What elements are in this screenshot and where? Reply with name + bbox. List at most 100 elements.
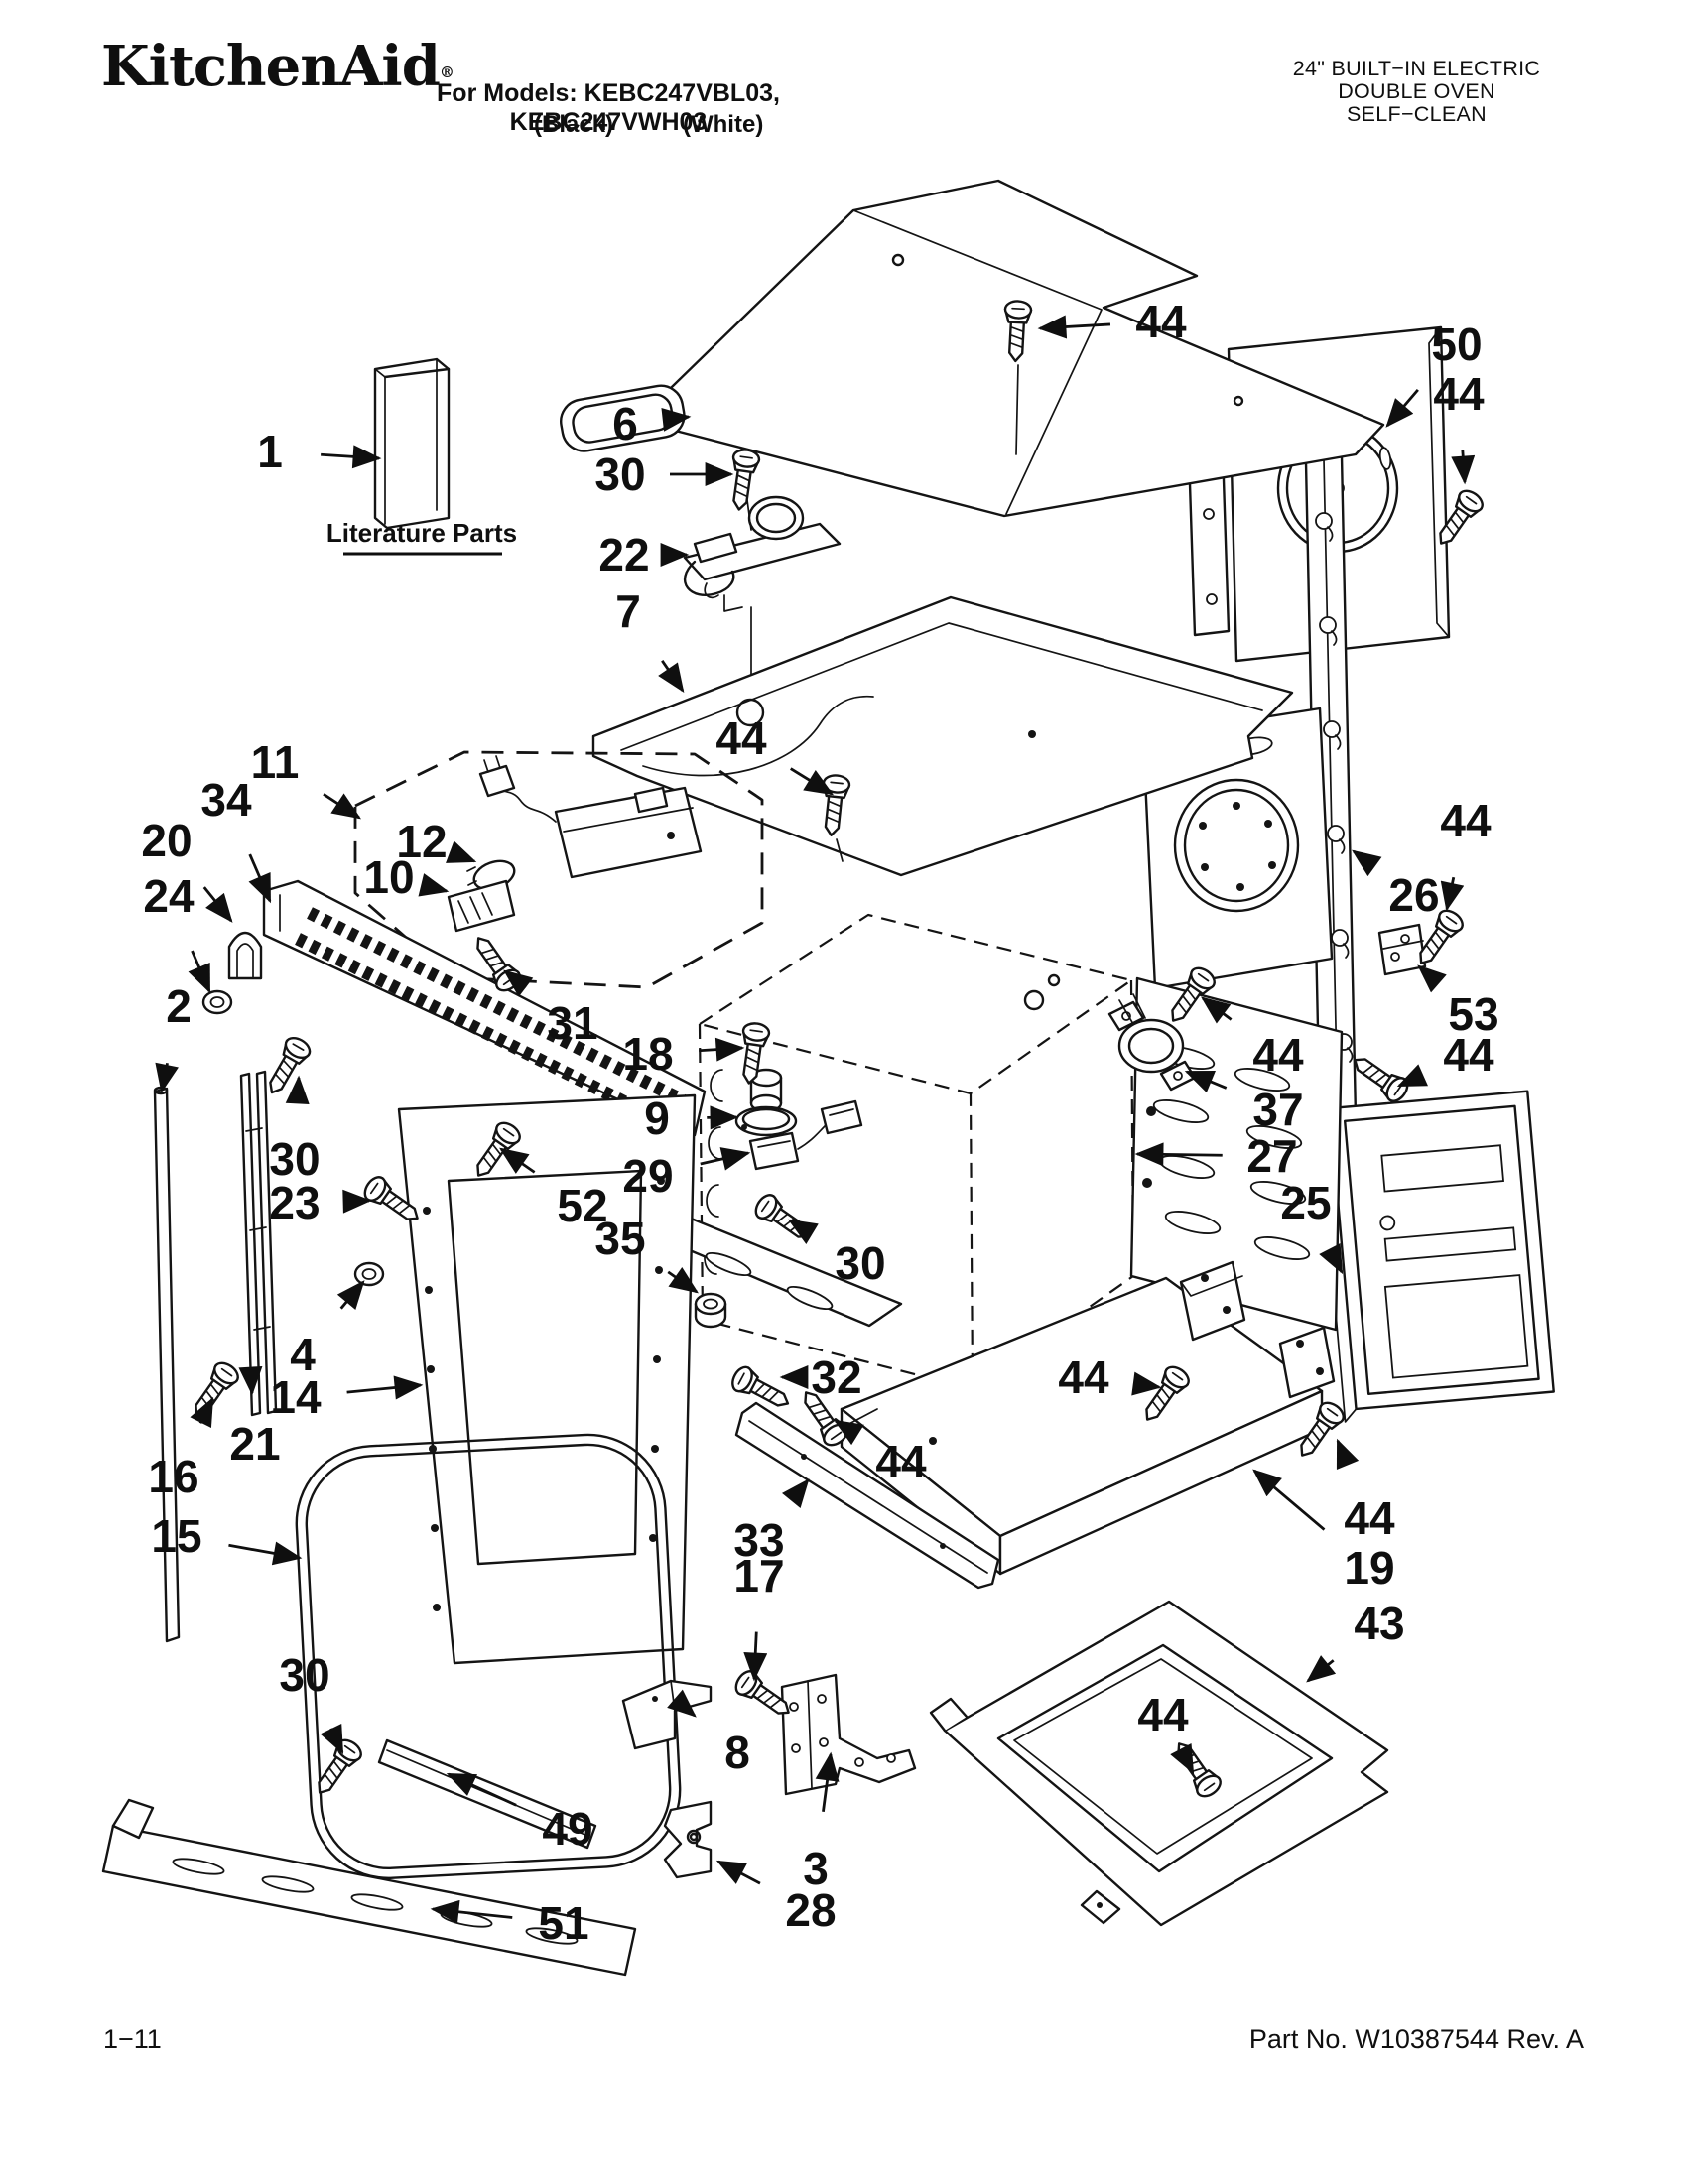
callout-44: 44 [715, 712, 767, 764]
callout-49: 49 [542, 1803, 592, 1855]
lamp-bracket [554, 786, 703, 879]
callout-27: 27 [1246, 1130, 1297, 1182]
callout-8: 8 [724, 1727, 750, 1778]
leader-arrow [499, 1147, 536, 1174]
screw-icon [724, 447, 762, 513]
leader-arrow [336, 1280, 365, 1310]
leader-arrow [228, 1541, 303, 1566]
part-bracket-3 [780, 1673, 917, 1796]
leader-arrow [320, 1724, 344, 1755]
leader-arrow [815, 1751, 840, 1813]
part-rail-33 [734, 1401, 1000, 1590]
callout-26: 26 [1388, 869, 1439, 921]
screw-icon [185, 1357, 243, 1425]
callout-2: 2 [166, 980, 192, 1032]
leader-arrow [790, 767, 835, 796]
leader-arrow [658, 659, 685, 693]
leader-arrow [743, 1631, 768, 1682]
callout-18: 18 [622, 1028, 673, 1080]
literature-parts-label: Literature Parts [326, 518, 517, 548]
leader-arrow [1306, 1655, 1337, 1683]
callout-14: 14 [270, 1371, 322, 1423]
callout-35: 35 [594, 1213, 645, 1264]
callout-44: 44 [1135, 296, 1187, 347]
leader-arrow [1037, 315, 1111, 339]
callout-30: 30 [835, 1237, 885, 1289]
product-line-2: DOUBLE OVEN [1338, 79, 1495, 103]
callout-7: 7 [615, 585, 641, 637]
leader-arrow [285, 1075, 310, 1104]
leader-arrow [321, 445, 382, 469]
grommet-icon-4 [353, 1261, 385, 1287]
leader-arrow [346, 1375, 424, 1400]
part-drip-tray-43 [929, 1600, 1389, 1927]
leader-arrow [782, 1478, 810, 1509]
screw-icon [1346, 1048, 1413, 1106]
callout-25: 25 [1280, 1177, 1331, 1228]
color-white-label: (White) [683, 111, 764, 138]
part-clip-28 [663, 1800, 713, 1879]
leader-arrow [1451, 450, 1476, 485]
product-description: 24" BUILT−IN ELECTRIC DOUBLE OVEN SELF−C… [1285, 58, 1548, 126]
part-top-tray-7 [591, 595, 1294, 877]
callout-33: 33 [733, 1514, 784, 1566]
leader-arrow [1417, 964, 1447, 993]
leader-arrow [503, 969, 534, 997]
callout-44: 44 [1433, 368, 1485, 420]
lamp-plug [478, 764, 516, 798]
leader-arrow [787, 1219, 819, 1244]
part-shelf-19 [840, 1260, 1336, 1576]
callout-22: 22 [598, 529, 649, 580]
callout-51: 51 [538, 1897, 588, 1949]
callout-3: 3 [803, 1843, 829, 1894]
callout-50: 50 [1431, 319, 1482, 370]
leader-arrow [833, 1419, 864, 1446]
callout-44: 44 [1137, 1689, 1189, 1740]
callout-28: 28 [785, 1884, 836, 1936]
part-sensor-plate-29 [748, 1099, 863, 1171]
brand-name: KitchenAid [101, 34, 441, 99]
screw-icon [259, 1032, 315, 1100]
leader-arrow [661, 407, 692, 432]
part-vent-grille-34 [262, 879, 707, 1137]
callout-30: 30 [269, 1133, 320, 1185]
part-light-detail-11 [353, 750, 764, 989]
part-latch-assembly-22 [683, 495, 842, 684]
leader-arrow [1134, 1142, 1223, 1167]
color-black-label: (Black) [534, 111, 614, 138]
callout-4: 4 [290, 1329, 316, 1380]
leader-arrow [1252, 1469, 1326, 1531]
page-number: 1−11 [103, 2024, 162, 2054]
leader-arrow [1352, 849, 1382, 877]
callout-44: 44 [1443, 1029, 1494, 1081]
callout-32: 32 [811, 1351, 861, 1403]
callout-44: 44 [1344, 1492, 1395, 1544]
callout-43: 43 [1354, 1598, 1404, 1649]
part-literature-book [373, 357, 451, 530]
leader-arrow [1201, 996, 1233, 1024]
part-bracket-8 [621, 1679, 713, 1750]
product-line-3: SELF−CLEAN [1346, 102, 1488, 126]
part-lens-10 [447, 879, 516, 933]
leader-arrow [1396, 1064, 1428, 1088]
grommet-icon-24 [201, 989, 233, 1015]
leader-arrow [188, 950, 211, 994]
callout-31: 31 [547, 997, 597, 1049]
callout-19: 19 [1344, 1542, 1394, 1594]
part-end-cap-20 [227, 931, 263, 980]
leader-arrow [1440, 876, 1465, 912]
screw-icon [750, 1190, 818, 1248]
callout-6: 6 [612, 398, 638, 450]
fasteners [185, 299, 1488, 1802]
callout-52: 52 [557, 1180, 607, 1231]
callout-16: 16 [148, 1451, 198, 1502]
leader-arrow [1170, 1743, 1195, 1775]
leader-arrow [715, 1860, 761, 1885]
part-side-panel-25 [1318, 1090, 1555, 1423]
models-line: For Models: KEBC247VBL03, KEBC247VWH03 [437, 79, 780, 136]
leader-arrow [155, 1062, 179, 1093]
callout-34: 34 [200, 774, 252, 826]
